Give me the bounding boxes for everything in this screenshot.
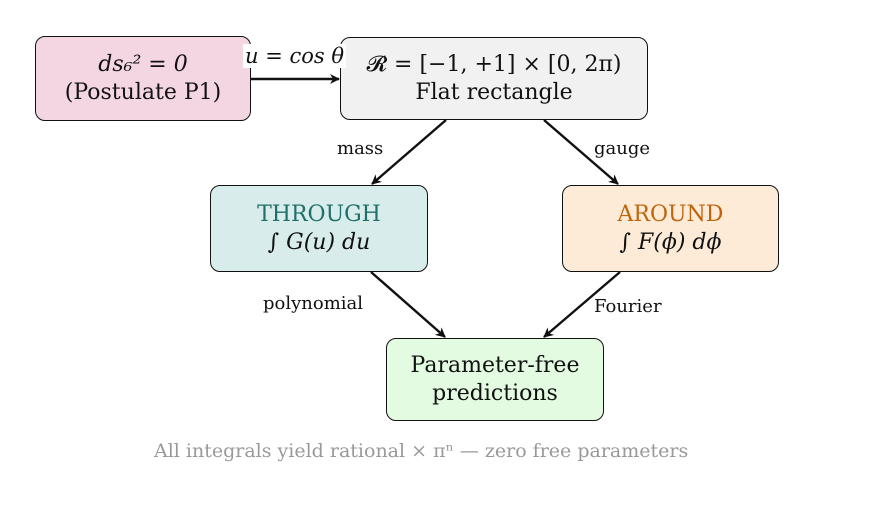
arrow-around-to-predictions bbox=[543, 271, 621, 338]
rectangle-equation: 𝓡 = [−1, +1] × [0, 2π) bbox=[366, 52, 622, 77]
edge-label-mass: mass bbox=[337, 138, 384, 159]
arrow-through-to-predictions bbox=[370, 271, 446, 338]
edge-label-substitution: u = cos θ bbox=[243, 44, 346, 68]
node-through: THROUGH ∫ G(u) du bbox=[210, 185, 428, 272]
around-title: AROUND bbox=[617, 202, 724, 227]
through-title: THROUGH bbox=[257, 202, 381, 227]
edge-label-gauge: gauge bbox=[594, 138, 651, 159]
arrow-rectangle-to-through bbox=[371, 119, 447, 185]
arrow-rectangle-to-around bbox=[543, 119, 619, 185]
node-around: AROUND ∫ F(ϕ) dϕ bbox=[562, 185, 779, 272]
postulate-label: (Postulate P1) bbox=[64, 79, 222, 105]
through-integral: ∫ G(u) du bbox=[267, 229, 371, 255]
predictions-line2: predictions bbox=[432, 380, 558, 406]
edge-label-polynomial: polynomial bbox=[263, 293, 364, 314]
node-predictions: Parameter-free predictions bbox=[386, 338, 604, 421]
rectangle-label: Flat rectangle bbox=[415, 79, 573, 105]
node-rectangle: 𝓡 = [−1, +1] × [0, 2π) Flat rectangle bbox=[340, 37, 648, 120]
edge-label-fourier: Fourier bbox=[594, 296, 662, 317]
node-postulate: ds₆² = 0 (Postulate P1) bbox=[35, 36, 251, 121]
around-integral: ∫ F(ϕ) dϕ bbox=[619, 229, 722, 255]
predictions-line1: Parameter-free bbox=[410, 353, 580, 378]
footer-note: All integrals yield rational × πⁿ — zero… bbox=[154, 440, 689, 462]
postulate-equation: ds₆² = 0 bbox=[98, 52, 188, 77]
